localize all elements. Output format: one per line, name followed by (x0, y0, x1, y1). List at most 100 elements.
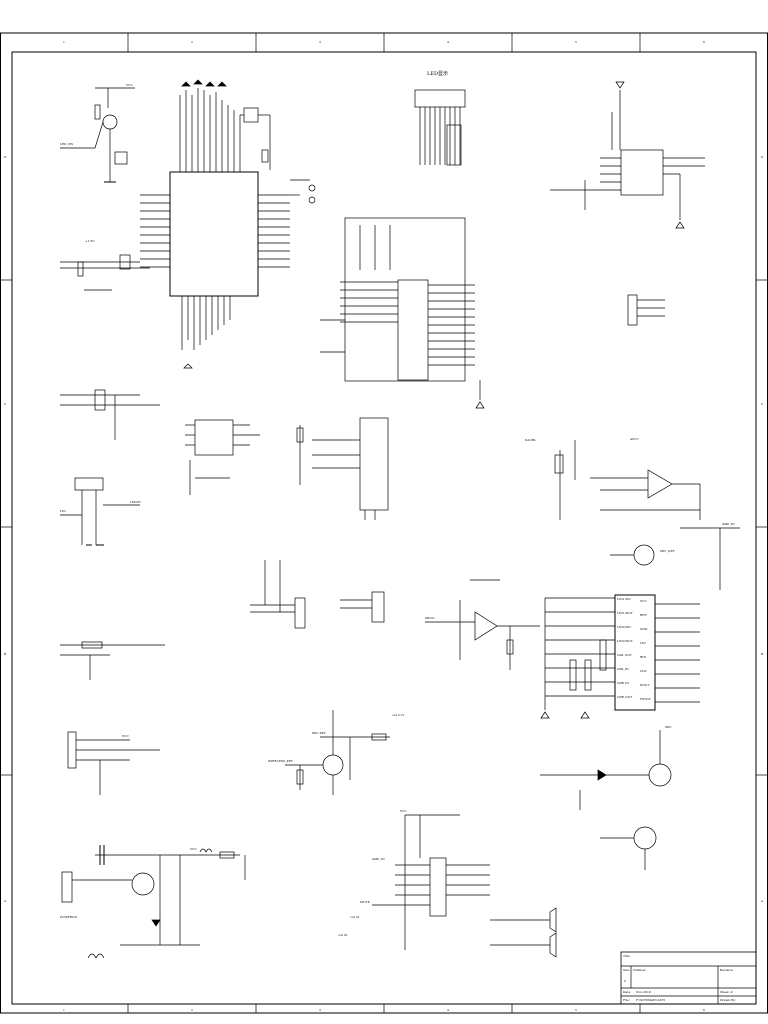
col-label: 3 (319, 1008, 321, 1012)
frame-labels: 1 2 3 4 5 6 1 2 3 4 5 6 D C B A D C B A (3, 40, 764, 1012)
revision-label: Revision (720, 968, 733, 972)
codec-pin-left: LIN1/OUT (617, 611, 633, 615)
col-label: 5 (575, 1008, 577, 1012)
codec-pin-left: LIN2/ON (617, 625, 631, 629)
mcu-left-pins (140, 194, 170, 268)
out3-label: out 3v (350, 915, 360, 919)
center-small-connector (250, 560, 385, 629)
center-connector-chip (296, 417, 389, 520)
row-label: B (761, 652, 764, 656)
mute-label: MUTE (360, 900, 370, 904)
codec-pin-right: VCC (639, 599, 647, 603)
power-on-label: POWERON (60, 915, 77, 919)
led-switch-labels: LED_SW VCC +1.5V (60, 83, 133, 243)
power-circuit (61, 845, 246, 959)
left-mid-labels: LED5V LIN (60, 500, 141, 513)
wireless-key-circuit (285, 710, 390, 795)
mcu-bottom-pins (181, 296, 231, 369)
title-block-text: Title Size C Number Revision Date: Nov-2… (623, 954, 736, 1002)
title-block (620, 951, 757, 1005)
amp-in-label: AMP_IN (721, 522, 735, 526)
codec-pin-right: GND (640, 627, 648, 631)
wireless-labels: WIRELESS_KEY MIC KEY out 2.7v (268, 713, 405, 763)
mcu-chip (169, 171, 259, 297)
col-label: 6 (703, 1008, 705, 1012)
codec-pin-right: DOUT (640, 683, 649, 687)
ldv-label: LED5V (130, 500, 141, 504)
amp-ic (372, 814, 557, 958)
opamp-labels: DACBL AVCC AMP_IN MIC_DET (525, 437, 735, 553)
size-value: C (624, 979, 627, 983)
col-label: 6 (703, 40, 705, 44)
mic-transistor-circuit (540, 730, 672, 870)
opamp-top-right (554, 440, 740, 590)
mic-preamp (425, 579, 540, 670)
file-value: F:\SCH\MAIN.SCH (636, 998, 665, 1002)
vcc-label: VCC (189, 847, 197, 851)
number-label: Number (633, 968, 646, 972)
sheet-label: Sheet of (720, 990, 734, 994)
codec-pin-left: OPA_IN (617, 667, 629, 671)
col-label: 1 (63, 40, 65, 44)
center-left-ic (185, 419, 260, 495)
drawing-frame (0, 32, 768, 1014)
dacbl-label: DACBL (525, 438, 536, 442)
vcc-label: VCC (121, 734, 129, 738)
codec-pin-labels: LIN1/ON LIN1/OUT LIN2/ON LIN2/OUT OPA_OU… (617, 597, 652, 701)
col-label: 3 (319, 40, 321, 44)
col-label: 1 (63, 1008, 65, 1012)
title-label: Title (623, 954, 630, 958)
col-label: 2 (191, 1008, 193, 1012)
date-value: Nov-2010 (636, 990, 651, 994)
mic-det-label: MIC_DET (660, 549, 675, 553)
row-label: D (761, 155, 764, 159)
codec-pin-right: FSYNC (640, 697, 652, 701)
wireless-label: WIRELESS_KEY (268, 759, 293, 763)
out27-label: out 2.7v (392, 713, 405, 717)
led-switch-circuit (60, 87, 150, 291)
avcc-label: AVCC (629, 437, 639, 441)
led-display-title: LED显示 (427, 71, 448, 77)
audio-codec-block (540, 594, 700, 719)
date-label: Date: (623, 990, 631, 994)
vref-label: +1.5V (85, 239, 95, 243)
vcc-label: VCC (125, 83, 133, 87)
lin-label: LIN (60, 509, 66, 513)
left-mid-circuits (60, 389, 160, 546)
mcu-right-pins (258, 179, 316, 268)
top-right-chip (550, 81, 705, 229)
drawn-label: Drawn By: (720, 998, 736, 1002)
amp-in-label: AMP_IN (371, 857, 385, 861)
size-label: Size (623, 968, 630, 972)
power-labels: POWERON VCC (60, 847, 197, 919)
out0-label: out 0v (338, 933, 348, 937)
micn-label: MICin (425, 616, 435, 620)
row-label: A (760, 899, 764, 903)
row-label: B (4, 652, 7, 656)
mic-label: MIC (665, 725, 672, 729)
col-label: 2 (191, 40, 193, 44)
row-label: C (4, 402, 7, 406)
display-driver-block (320, 217, 485, 409)
codec-pin-right: REF (640, 613, 647, 617)
left-jack-circuits (60, 641, 165, 795)
codec-pin-left: OPA_OUT (617, 653, 632, 657)
mcu-top-pins (179, 79, 271, 172)
codec-pin-right: CLK (640, 669, 647, 673)
codec-pin-left: LIN1/ON (617, 597, 631, 601)
led-display-connector (414, 89, 466, 166)
row-label: C (761, 402, 764, 406)
led-sw-label: LED_SW (60, 142, 74, 146)
codec-pin-left: OPB_IN (617, 681, 629, 685)
codec-pin-left: LIN2/OUT (617, 639, 633, 643)
codec-pin-right: RIN (640, 655, 646, 659)
codec-pin-right: LIN (640, 641, 646, 645)
mic-key-label: MIC KEY (312, 731, 326, 735)
amp-labels: AMP_IN MUTE out 3v out 0v VCC (338, 809, 407, 937)
col-label: 4 (447, 1008, 449, 1012)
vcc-label: VCC (399, 809, 407, 813)
col-label: 5 (575, 40, 577, 44)
row-label: A (3, 899, 7, 903)
small-header-right (627, 294, 665, 326)
